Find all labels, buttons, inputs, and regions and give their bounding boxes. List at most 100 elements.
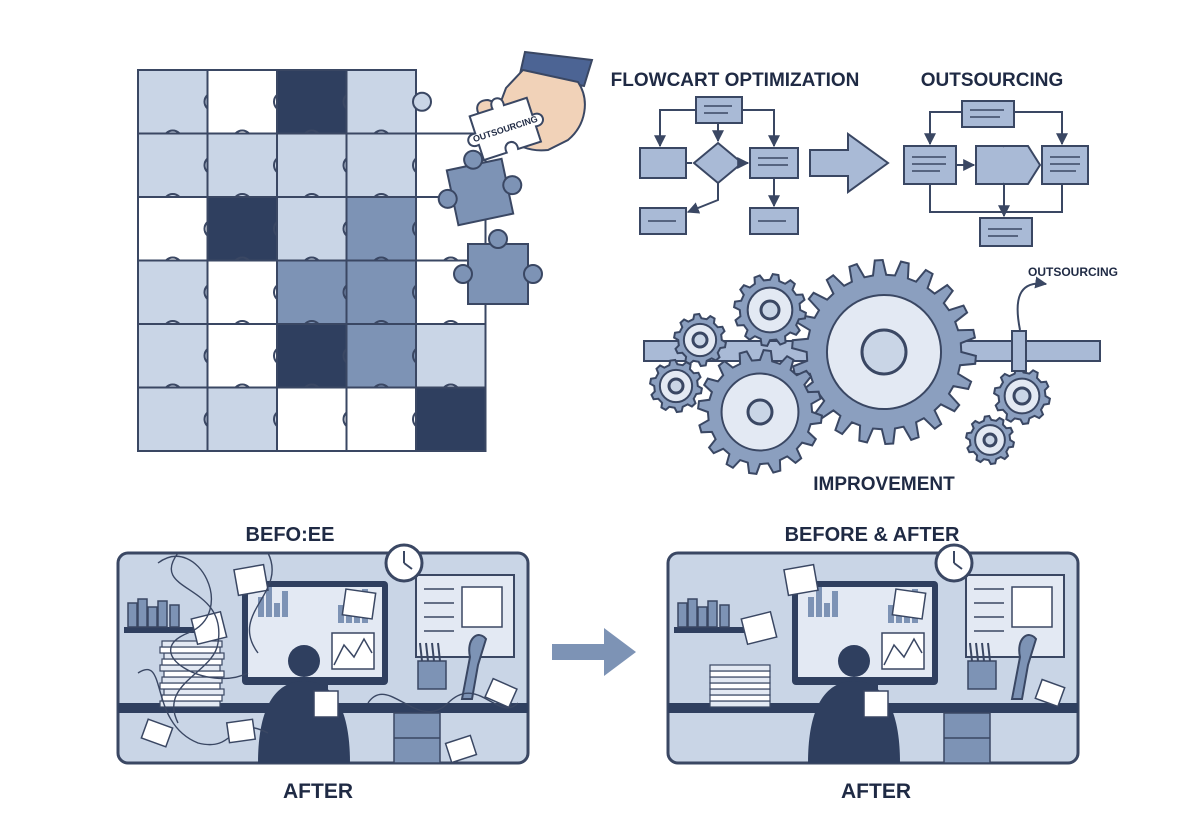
paper-stack (159, 700, 221, 708)
puzzle-piece (206, 69, 278, 135)
sticky-note (783, 563, 819, 597)
loose-puzzle-piece (437, 149, 523, 227)
hand-icon: OUTSOURCING (467, 50, 594, 162)
paper-stack (163, 688, 225, 696)
puzzle-piece (345, 132, 417, 198)
book (677, 602, 688, 628)
after-panel-title: BEFORE & AFTER (785, 524, 960, 546)
puzzle-piece (415, 386, 487, 452)
pen-holder (967, 660, 997, 690)
flow-box-right (749, 147, 799, 179)
puzzle-piece (345, 386, 417, 452)
shaft-collar (1011, 330, 1027, 372)
puzzle-piece (276, 69, 348, 135)
book (127, 602, 138, 628)
outsourcing-title: OUTSOURCING (921, 70, 1064, 91)
paper-stack (159, 682, 221, 690)
tangled-cables (137, 552, 519, 746)
gear-icon (964, 414, 1016, 466)
paper-stack (161, 640, 223, 648)
paper-stack (709, 688, 771, 696)
gear-icon (791, 258, 977, 446)
flow-out-box-right (1041, 145, 1089, 185)
flow-box-top (695, 96, 743, 124)
puzzle-piece (137, 132, 209, 198)
scattered-paper (484, 677, 518, 709)
puzzle-piece (415, 323, 487, 389)
puzzle-piece (206, 196, 278, 262)
book (719, 604, 730, 628)
puzzle-piece (345, 323, 417, 389)
flow-out-box-bottom (979, 217, 1033, 247)
puzzle-piece (206, 386, 278, 452)
book (687, 598, 698, 628)
before-panel (116, 543, 530, 765)
gears (648, 258, 1052, 475)
book (147, 606, 158, 628)
paper-stack (709, 670, 771, 678)
flowchart-left (639, 96, 799, 235)
paper-stack (159, 646, 221, 654)
flowchart-right (903, 100, 1089, 247)
puzzle-piece (276, 386, 348, 452)
flow-out-box-left (903, 145, 957, 185)
puzzle-piece (206, 259, 278, 325)
flowchart: FLOWCART OPTIMIZATION OUTSOURCING (611, 70, 1118, 331)
puzzle-piece (276, 196, 348, 262)
puzzle-piece (345, 196, 417, 262)
paper-stack (709, 664, 771, 672)
book (157, 600, 168, 628)
puzzle-piece (206, 132, 278, 198)
puzzle-piece (276, 323, 348, 389)
puzzle-piece (137, 259, 209, 325)
paper-stack (161, 658, 223, 666)
paper-stack (161, 694, 223, 702)
puzzle-piece (276, 259, 348, 325)
book (697, 606, 708, 628)
after-panel-caption: AFTER (841, 780, 911, 803)
paper-stack (709, 700, 771, 708)
puzzle-piece (137, 323, 209, 389)
book (707, 600, 718, 628)
shelf (124, 627, 194, 633)
flow-box-bottom-left (639, 207, 687, 235)
paper-stack (709, 682, 771, 690)
before-panel-title: BEFO:EE (246, 524, 335, 546)
puzzle-piece (276, 132, 348, 198)
sticky-note (233, 563, 269, 597)
flow-box-left (639, 147, 687, 179)
desk-lamp (1010, 634, 1038, 700)
flow-decision (692, 141, 744, 185)
paper-stack (709, 694, 771, 702)
gear-icon (648, 358, 704, 414)
outsourcing-curve-arrow (1016, 276, 1048, 331)
scattered-paper (140, 718, 174, 748)
shelf (674, 627, 744, 633)
desk-lamp (460, 634, 488, 700)
puzzle-piece (137, 386, 209, 452)
puzzle: OUTSOURCING (137, 50, 594, 452)
gears-caption: IMPROVEMENT (813, 474, 955, 495)
gear-icon (672, 312, 728, 368)
sticky-note (190, 610, 228, 646)
worker (258, 645, 350, 763)
clock-icon (384, 543, 424, 583)
puzzle-piece (137, 196, 209, 262)
gear-machine: IMPROVEMENT (643, 258, 1101, 495)
flowchart-title: FLOWCART OPTIMIZATION (611, 70, 860, 91)
outsourcing-arrow-label: OUTSOURCING (1028, 265, 1118, 279)
scattered-paper (1034, 678, 1066, 708)
arrow-right-icon (552, 628, 636, 676)
sticky-note (341, 588, 377, 620)
paper-stack (159, 664, 221, 672)
paper-stack (709, 676, 771, 684)
gear-icon (697, 349, 823, 475)
before-panel-caption: AFTER (283, 780, 353, 803)
loose-puzzle-piece (453, 229, 543, 305)
scattered-paper (225, 718, 257, 744)
arrow-right-icon (809, 132, 890, 194)
puzzle-piece (137, 69, 209, 135)
sticky-note (740, 610, 778, 646)
book (137, 598, 148, 628)
